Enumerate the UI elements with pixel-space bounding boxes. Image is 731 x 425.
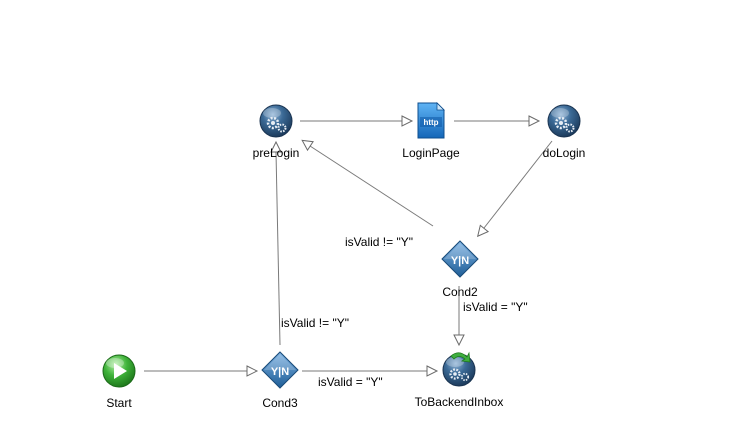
yes-no-decision-icon: Y|N [441,240,479,278]
node-label-dologin: doLogin [543,146,586,160]
node-cond3[interactable]: Y|N Cond3 [261,351,299,410]
node-label-start: Start [106,396,132,410]
edge-label-cond2-to-tobackendinbox: isValid = "Y" [463,300,528,314]
node-tobackendinbox[interactable]: ToBackendInbox [415,351,504,409]
node-label-cond3: Cond3 [262,396,298,410]
node-label-prelogin: preLogin [253,146,300,160]
node-loginpage[interactable]: http LoginPage [402,102,460,160]
edge-cond2-to-tobackendinbox[interactable] [453,286,465,347]
gears-transfer-icon [442,351,476,387]
decision-icon-text: Y|N [271,366,289,378]
edge-cond3-to-prelogin[interactable] [270,140,282,346]
edge-cond3-to-tobackendinbox[interactable] [302,365,439,377]
node-prelogin[interactable]: preLogin [253,104,300,160]
play-icon [102,354,136,388]
http-icon-text: http [423,118,438,127]
edge-start-to-cond3[interactable] [144,365,259,377]
gears-service-icon [547,104,581,138]
node-cond2[interactable]: Y|N Cond2 [441,240,479,299]
gears-service-icon [259,104,293,138]
node-dologin[interactable]: doLogin [543,104,586,160]
edge-prelogin-to-loginpage[interactable] [300,115,414,127]
edge-label-cond3-to-prelogin: isValid != "Y" [281,316,349,330]
node-label-loginpage: LoginPage [402,146,460,160]
http-page-icon: http [417,102,445,139]
edge-label-cond2-to-prelogin: isValid != "Y" [345,235,413,249]
edge-loginpage-to-dologin[interactable] [454,115,541,127]
edge-dologin-to-cond2[interactable] [476,140,553,238]
node-label-tobackendinbox: ToBackendInbox [415,395,504,409]
edge-label-cond3-to-tobackendinbox: isValid = "Y" [318,375,383,389]
yes-no-decision-icon: Y|N [261,351,299,389]
node-label-cond2: Cond2 [442,285,478,299]
node-start[interactable]: Start [102,354,136,410]
decision-icon-text: Y|N [451,255,469,267]
edge-cond2-to-prelogin[interactable] [301,139,434,227]
